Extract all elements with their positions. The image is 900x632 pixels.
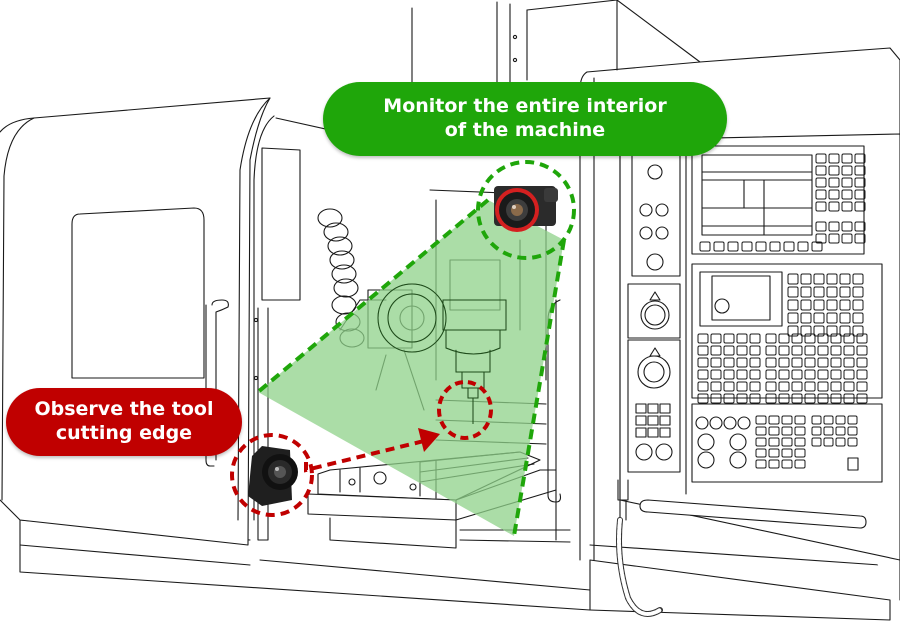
lower-left-keypad bbox=[697, 333, 868, 404]
middle-keypad bbox=[787, 273, 864, 337]
tool-target-highlight bbox=[437, 380, 493, 440]
control-panel bbox=[619, 133, 900, 561]
lower-keypad bbox=[755, 415, 858, 469]
middle-screen-module bbox=[691, 263, 883, 399]
side-camera-highlight bbox=[230, 428, 440, 517]
spindle-over-cone bbox=[377, 283, 507, 424]
monitor-callout-line2: of the machine bbox=[444, 119, 606, 141]
upper-screen-module bbox=[691, 145, 865, 255]
machine-base bbox=[19, 519, 891, 621]
coiled-cable bbox=[616, 479, 663, 617]
observe-tool-callout: Observe the tool cutting edge bbox=[6, 388, 242, 456]
observe-callout-line1: Observe the tool bbox=[34, 398, 214, 421]
monitor-callout-line1: Monitor the entire interior bbox=[383, 95, 667, 118]
arrow-head-icon bbox=[418, 428, 440, 452]
overhead-camera-highlight bbox=[476, 160, 576, 260]
side-camera-icon bbox=[248, 446, 298, 506]
camera-view-cone bbox=[256, 198, 566, 537]
overhead-camera-icon bbox=[494, 186, 558, 232]
upper-keypad bbox=[699, 153, 866, 252]
left-door-panel bbox=[0, 97, 271, 546]
observe-callout-line2: cutting edge bbox=[55, 422, 193, 444]
monitor-interior-callout: Monitor the entire interior of the machi… bbox=[323, 82, 727, 156]
lower-module bbox=[691, 403, 883, 483]
